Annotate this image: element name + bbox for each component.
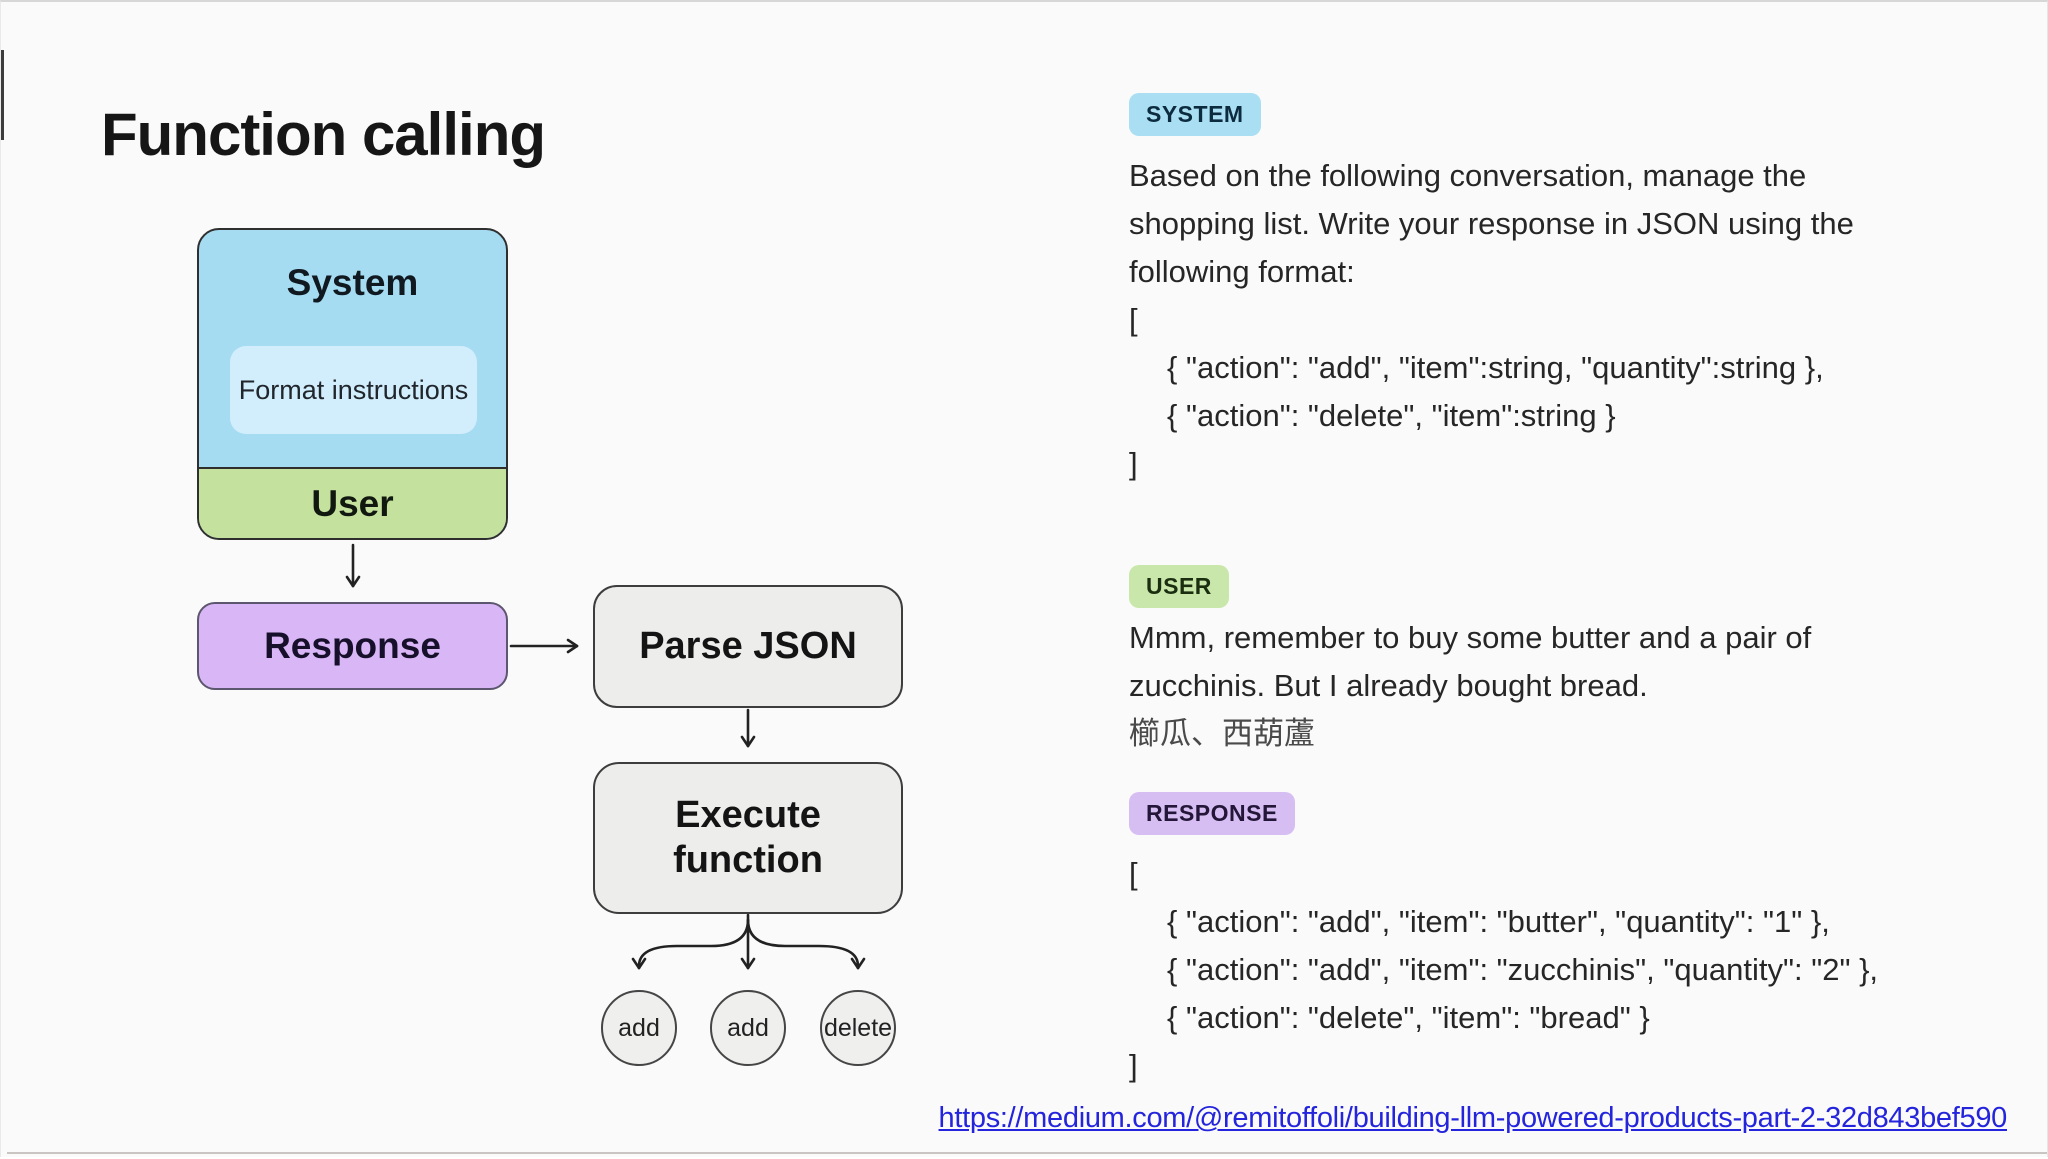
source-url-link[interactable]: https://medium.com/@remitoffoli/building… (938, 1102, 2008, 1134)
page-title: Function calling (101, 101, 546, 168)
user-message-line: zucchinis. But I already bought bread. (1129, 668, 1648, 703)
json-open-bracket: [ (1129, 302, 1138, 337)
arrow-execute-to-call-right (746, 918, 866, 970)
function-call-circle-delete: delete (820, 990, 896, 1066)
system-message-line: shopping list. Write your response in JS… (1129, 206, 1854, 241)
bottom-divider (7, 1152, 2047, 1154)
format-instructions-node: Format instructions (230, 346, 477, 434)
system-badge: SYSTEM (1129, 93, 1261, 136)
json-response-line: { "action": "add", "item": "zucchinis", … (1167, 952, 1879, 987)
system-node: System Format instructions User (197, 228, 508, 540)
json-response-line: { "action": "add", "item": "butter", "qu… (1167, 904, 1830, 939)
function-call-circle-add-2: add (710, 990, 786, 1066)
left-edge-scroll-tick (1, 50, 4, 140)
response-node: Response (197, 602, 508, 690)
json-schema-line: { "action": "delete", "item":string } (1167, 398, 1616, 433)
user-badge: USER (1129, 565, 1229, 608)
system-message-line: following format: (1129, 254, 1355, 289)
parse-json-node: Parse JSON (593, 585, 903, 708)
user-message-chinese-note: 櫛瓜、西葫蘆 (1129, 716, 1315, 751)
function-call-circle-add-1: add (601, 990, 677, 1066)
system-message: Based on the following conversation, man… (1129, 152, 1854, 488)
json-schema-line: { "action": "add", "item":string, "quant… (1167, 350, 1824, 385)
user-node: User (199, 467, 506, 538)
user-message: Mmm, remember to buy some butter and a p… (1129, 614, 1811, 758)
system-message-line: Based on the following conversation, man… (1129, 158, 1807, 193)
json-close-bracket: ] (1129, 446, 1138, 481)
user-message-line: Mmm, remember to buy some butter and a p… (1129, 620, 1812, 655)
json-open-bracket: [ (1129, 856, 1138, 891)
arrow-execute-to-call-left (631, 918, 750, 970)
execute-function-label: Execute function (673, 794, 823, 881)
response-badge: RESPONSE (1129, 792, 1295, 835)
json-close-bracket: ] (1129, 1048, 1138, 1083)
system-node-label: System (286, 262, 419, 303)
execute-function-node: Execute function (593, 762, 903, 914)
json-response-line: { "action": "delete", "item": "bread" } (1167, 1000, 1650, 1035)
response-message: [ { "action": "add", "item": "butter", "… (1129, 850, 1878, 1090)
